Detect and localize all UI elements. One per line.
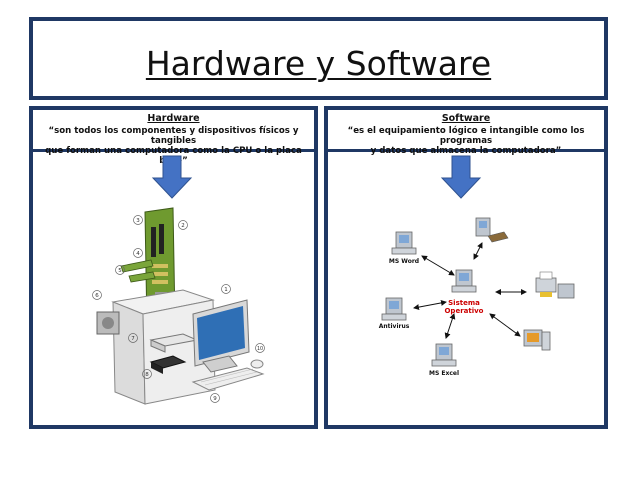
expansion-cards-icon bbox=[120, 259, 156, 283]
hardware-illustration: 1 2 3 4 5 6 7 8 9 10 bbox=[92, 155, 265, 405]
os-computer-icon bbox=[451, 269, 477, 293]
software-heading: Software bbox=[441, 113, 491, 124]
os-label-line2: Operativo bbox=[444, 307, 483, 315]
antivirus-computer-icon bbox=[381, 297, 407, 321]
msexcel-label: MS Excel bbox=[429, 370, 459, 377]
msword-computer-icon bbox=[391, 231, 417, 255]
hardware-body: 1 2 3 4 5 6 7 8 9 10 bbox=[33, 152, 314, 425]
callout-2 bbox=[178, 220, 188, 230]
power-supply-icon bbox=[96, 311, 120, 335]
antivirus-label: Antivirus bbox=[379, 323, 410, 330]
arrow-msexcel bbox=[444, 313, 456, 339]
hardware-heading: Hardware bbox=[147, 113, 200, 124]
os-label-line1: Sistema bbox=[448, 299, 480, 307]
callout-4-label: 4 bbox=[136, 251, 140, 257]
callout-10 bbox=[255, 343, 265, 353]
callout-4 bbox=[133, 248, 143, 258]
callout-9 bbox=[210, 393, 220, 403]
callout-7-label: 7 bbox=[131, 336, 135, 342]
callout-5-label: 5 bbox=[118, 268, 122, 274]
callout-9-label: 9 bbox=[213, 396, 217, 402]
monitor-icon bbox=[192, 299, 250, 373]
software-definition: “es el equipamiento lógico e intangible … bbox=[347, 126, 585, 156]
hardware-header: Hardware “son todos los componentes y di… bbox=[33, 110, 314, 166]
arrow-network-pc bbox=[473, 242, 483, 260]
workstation-icon bbox=[523, 329, 551, 351]
keyboard-icon bbox=[191, 367, 265, 391]
callout-5 bbox=[115, 265, 125, 275]
hardware-down-arrow-icon bbox=[151, 155, 193, 199]
callout-6 bbox=[92, 290, 102, 300]
msword-label: MS Word bbox=[389, 258, 419, 265]
software-down-arrow-icon bbox=[440, 155, 482, 199]
software-body: Sistema Operativo MS Word bbox=[328, 152, 604, 425]
callout-8 bbox=[142, 369, 152, 379]
callout-6-label: 6 bbox=[95, 293, 99, 299]
callout-3 bbox=[133, 215, 143, 225]
callout-8-label: 8 bbox=[145, 372, 149, 378]
callout-7 bbox=[128, 333, 138, 343]
arrow-workstation bbox=[489, 313, 521, 337]
callout-10-label: 10 bbox=[257, 346, 263, 352]
mouse-icon bbox=[250, 359, 264, 369]
hard-drive-icon bbox=[149, 355, 187, 374]
msexcel-computer-icon bbox=[431, 343, 457, 367]
software-diagram: Sistema Operativo MS Word bbox=[379, 155, 575, 377]
title-box: Hardware y Software bbox=[29, 17, 608, 100]
arrow-msword bbox=[421, 255, 455, 276]
callout-3-label: 3 bbox=[136, 218, 140, 224]
arrow-antivirus bbox=[413, 299, 447, 311]
software-panel: Software “es el equipamiento lógico e in… bbox=[324, 106, 608, 429]
callout-2-label: 2 bbox=[181, 223, 185, 229]
hardware-panel: Hardware “son todos los componentes y di… bbox=[29, 106, 318, 429]
callout-1 bbox=[221, 284, 231, 294]
network-pc-icon bbox=[475, 217, 509, 243]
page-title: Hardware y Software bbox=[145, 44, 492, 83]
software-header: Software “es el equipamiento lógico e in… bbox=[328, 110, 604, 156]
callout-1-label: 1 bbox=[224, 287, 228, 293]
printer-icon bbox=[535, 271, 575, 299]
